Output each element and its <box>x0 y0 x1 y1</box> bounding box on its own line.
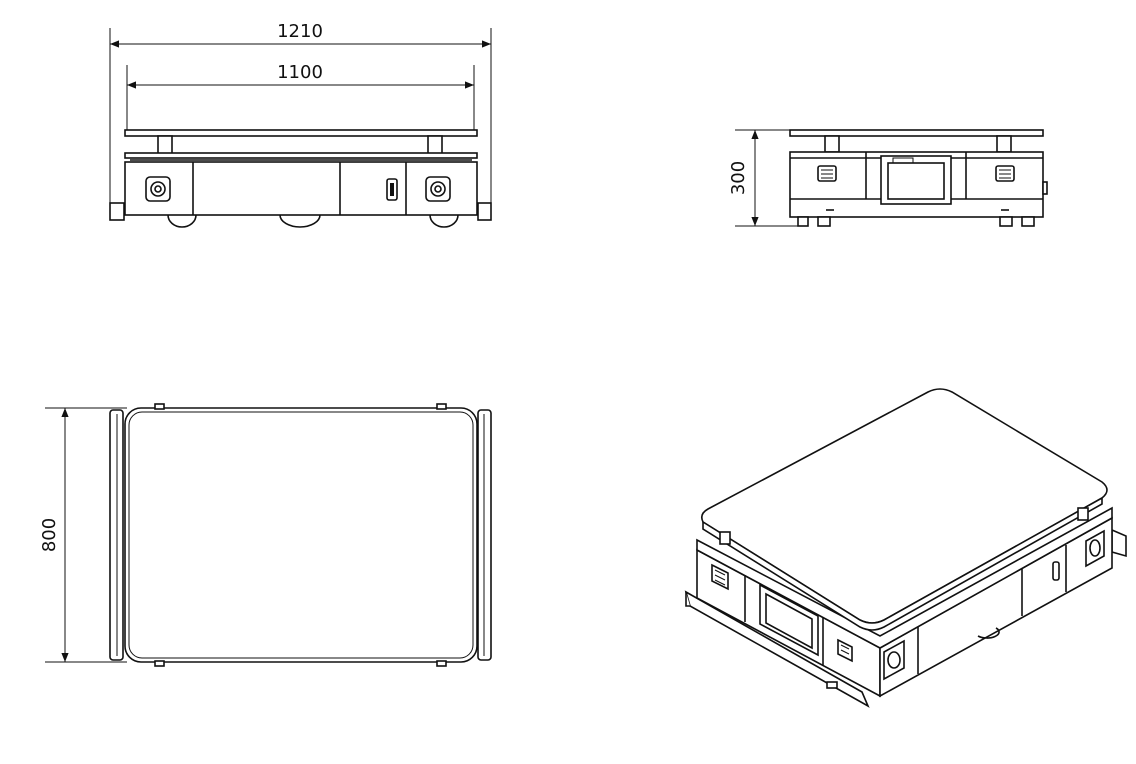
iso-port-rear <box>1085 529 1105 568</box>
isometric-view <box>684 388 1127 708</box>
dim-deck-width-label: 1100 <box>277 62 323 83</box>
front-view: 1210 1100 <box>109 21 492 228</box>
iso-port-front <box>883 639 905 681</box>
right-port <box>425 176 451 202</box>
side-view: 300 <box>728 129 1048 227</box>
top-deck <box>124 407 478 663</box>
left-wheel <box>167 214 197 228</box>
dim-overall-width-label: 1210 <box>277 21 323 42</box>
iso-display-screen <box>765 592 813 650</box>
right-wheel <box>429 214 459 228</box>
dim-height-label: 300 <box>728 161 749 195</box>
side-display-screen <box>887 162 945 200</box>
side-deck-plate <box>789 129 1044 137</box>
deck-plate <box>124 129 478 137</box>
center-wheel <box>279 214 321 228</box>
dim-depth-label: 800 <box>39 518 60 552</box>
chassis-body <box>124 161 478 216</box>
top-view: 800 <box>39 403 492 667</box>
iso-handle-slot <box>1052 561 1060 581</box>
left-port <box>145 176 171 202</box>
